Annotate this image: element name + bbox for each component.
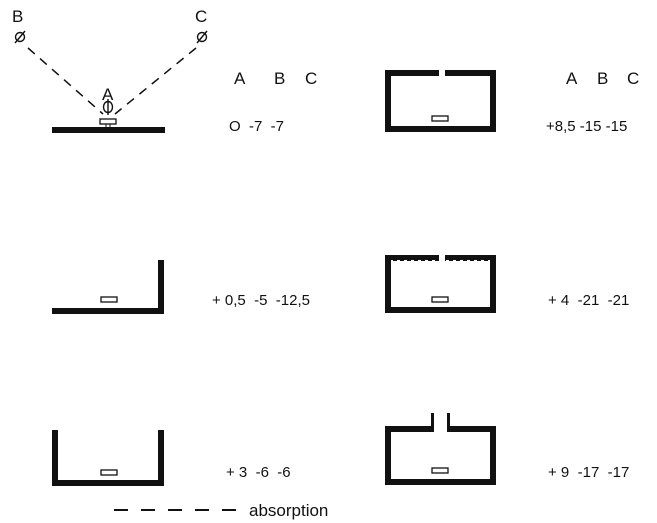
config-top-box-dashed-lid: [385, 255, 496, 313]
header-right: A B C: [566, 69, 639, 88]
specimen-icon: [431, 467, 449, 474]
header-left: A B C: [234, 69, 317, 88]
header-right-b: B: [597, 69, 608, 88]
legend-label: absorption: [249, 501, 328, 520]
values-top-box-small-gap: +8,5 -15 -15: [546, 118, 627, 135]
config-top-box-small-gap: [385, 70, 496, 132]
values-open-trough: + 3 -6 -6: [226, 464, 291, 481]
header-right-c: C: [627, 69, 639, 88]
source-b: B: [12, 7, 26, 44]
source-b-symbol-icon: [14, 30, 26, 44]
header-left-b: B: [274, 69, 285, 88]
values-flat-plate: O -7 -7: [229, 118, 284, 135]
specimen-icon: [100, 469, 118, 476]
specimen-icon: [99, 118, 117, 125]
source-c-symbol-icon: [196, 30, 208, 44]
source-c-label: C: [195, 7, 207, 26]
config-flat-plate: [52, 118, 165, 133]
config-corner-one-wall: [52, 260, 164, 314]
receiver-a-symbol-icon: [102, 99, 114, 115]
source-c: C: [195, 7, 208, 44]
legend: absorption: [114, 501, 328, 520]
config-open-trough: [52, 430, 164, 486]
header-left-c: C: [305, 69, 317, 88]
values-top-box-dashed-lid: + 4 -21 -21: [548, 292, 629, 309]
specimen-icon: [431, 115, 449, 122]
specimen-icon: [431, 296, 449, 303]
dashed-path-b: [27, 47, 104, 115]
receiver-a-label: A: [102, 85, 114, 104]
values-top-box-chimney: + 9 -17 -17: [548, 464, 629, 481]
config-top-box-chimney: [385, 413, 496, 485]
receiver-a: A: [102, 85, 114, 115]
values-corner-one-wall: + 0,5 -5 -12,5: [212, 292, 310, 309]
header-right-a: A: [566, 69, 578, 88]
specimen-icon: [100, 296, 118, 303]
header-left-a: A: [234, 69, 246, 88]
source-b-label: B: [12, 7, 23, 26]
dashed-path-c: [114, 47, 197, 115]
